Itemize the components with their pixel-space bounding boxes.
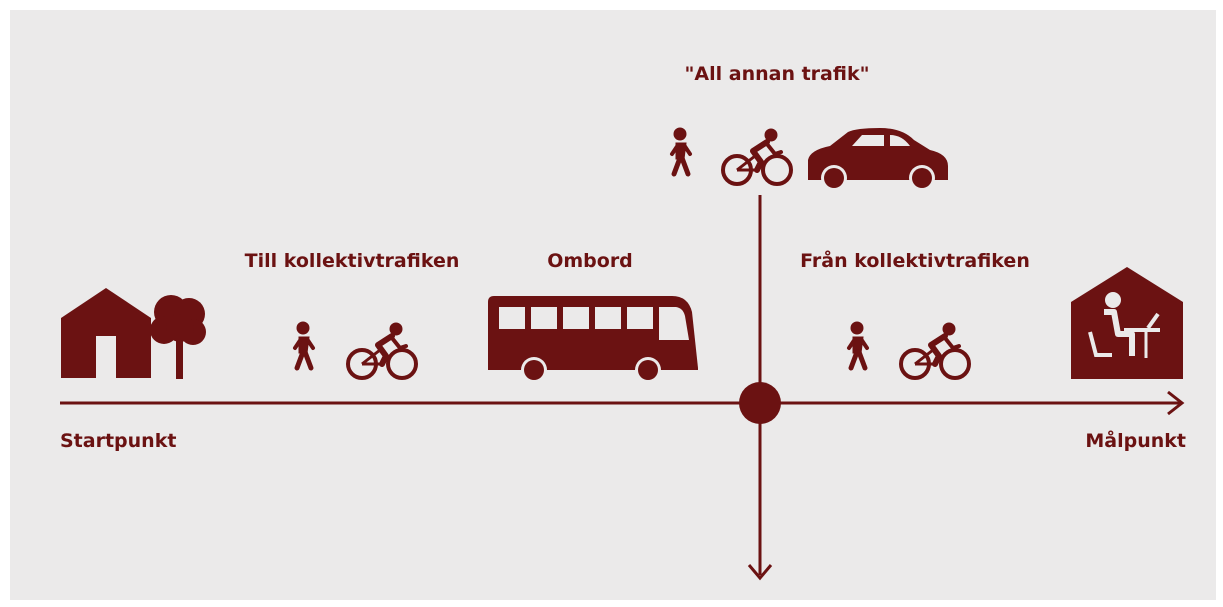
bicycle-icon <box>901 323 969 378</box>
pedestrian-icon <box>295 322 313 368</box>
tree-icon <box>150 295 206 379</box>
label-start: Startpunkt <box>60 430 177 452</box>
bicycle-icon <box>348 323 416 378</box>
label-to-transit: Till kollektivtrafiken <box>244 250 460 272</box>
label-from-transit: Från kollektivtrafiken <box>800 250 1030 272</box>
axis-arrow-right <box>1167 390 1185 416</box>
pedestrian-icon <box>672 128 690 174</box>
label-onboard: Ombord <box>547 250 633 272</box>
bus-icon <box>488 296 698 383</box>
axis-arrow-down <box>747 564 773 581</box>
label-destination: Målpunkt <box>1085 430 1186 452</box>
bicycle-icon <box>723 129 791 184</box>
pedestrian-icon <box>849 322 867 368</box>
car-icon <box>808 128 948 191</box>
house-icon <box>61 288 151 378</box>
transfer-node <box>739 382 781 424</box>
house-workstation-icon <box>1071 267 1183 379</box>
label-other-traffic: "All annan trafik" <box>684 63 870 85</box>
